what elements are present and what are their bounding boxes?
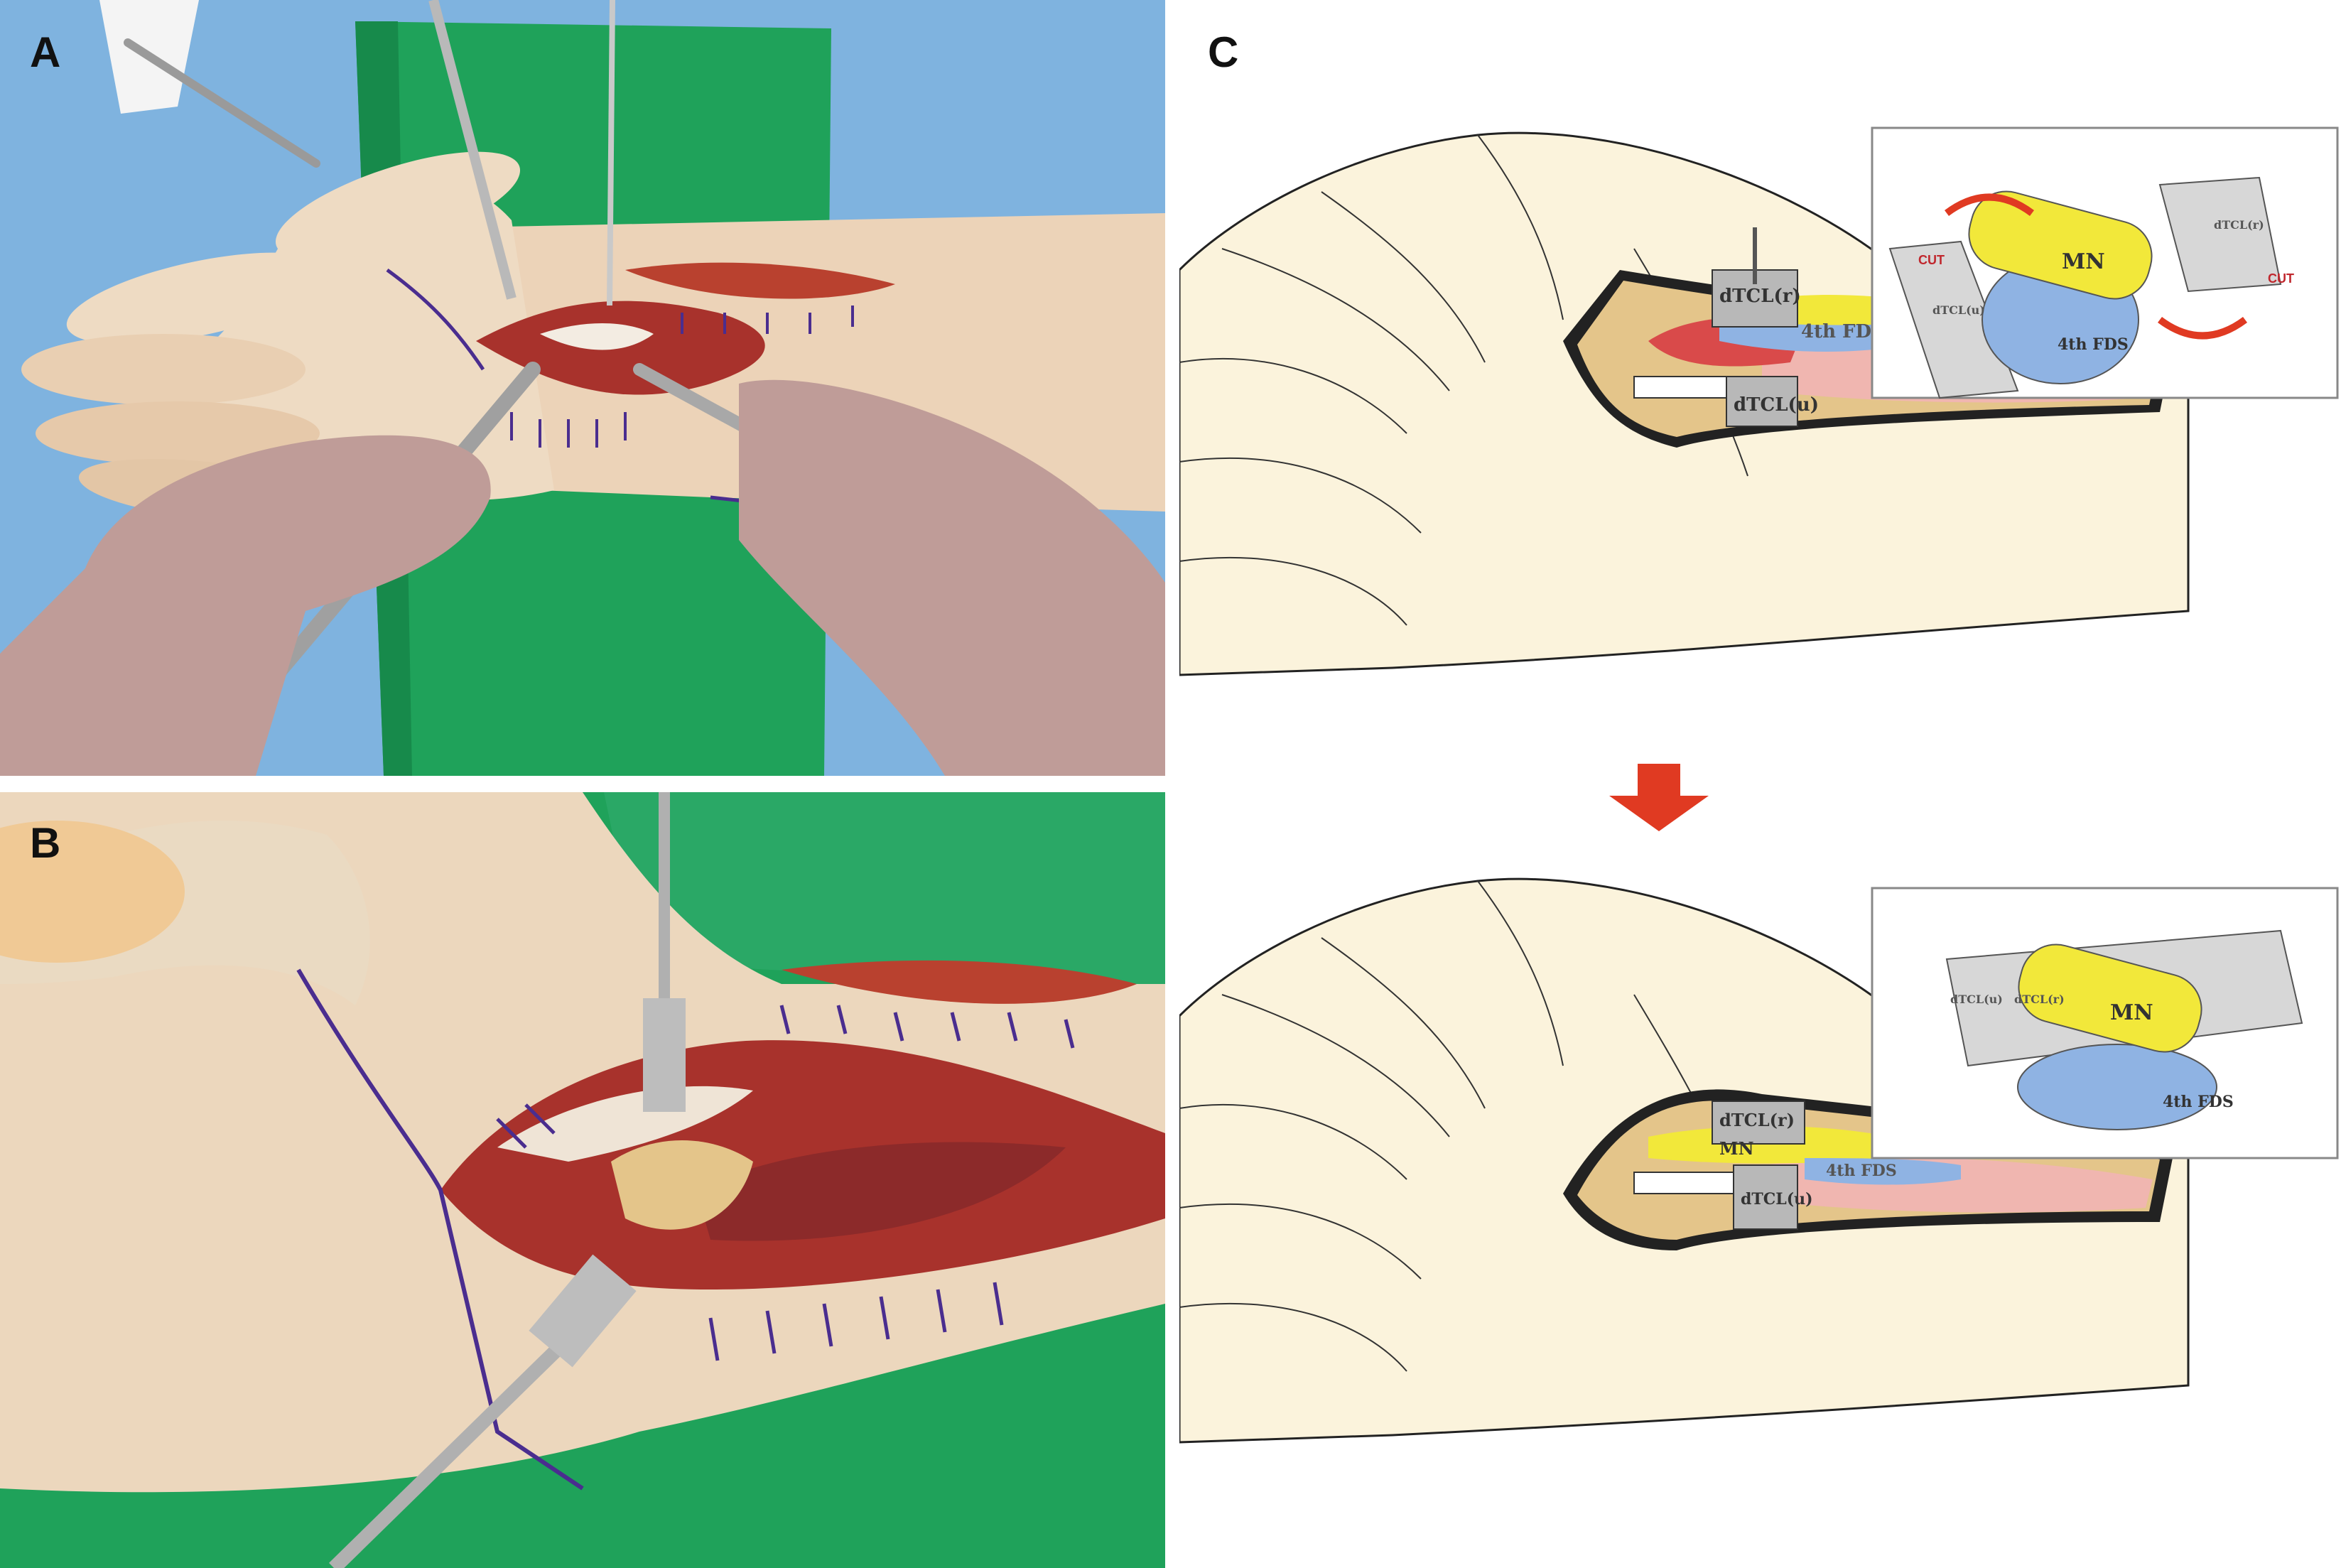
transition-arrow: [1609, 764, 1709, 831]
inset-label-mn-bottom: MN: [2110, 1000, 2153, 1025]
inset-cut-left: CUT: [1918, 253, 1945, 267]
photo-b-illustration: [0, 792, 1165, 1568]
schematic-top: dTCL(r) MN 4th FDS dTCL(u) MN 4th FDS CU…: [1179, 126, 2339, 676]
inset-label-fds-bottom: 4th FDS: [2163, 1093, 2234, 1111]
inset-label-dtcl-u-bottom: dTCL(u): [1950, 993, 2003, 1006]
inset-label-dtcl-r-top: dTCL(r): [2214, 218, 2264, 232]
inset-label-fds-top: 4th FDS: [2058, 335, 2129, 354]
inset-label-dtcl-r-bottom: dTCL(r): [2014, 993, 2065, 1006]
schematic-bottom: dTCL(r) MN 4th FDS dTCL(u) MN 4th FDS dT…: [1179, 877, 2339, 1444]
photo-a-illustration: [0, 0, 1165, 776]
inset-label-dtcl-u-top: dTCL(u): [1932, 303, 1985, 317]
label-fds-bottom: 4th FDS: [1826, 1162, 1897, 1180]
photo-panel-b: B: [0, 792, 1165, 1568]
label-dtcl-r-bottom: dTCL(r): [1719, 1110, 1795, 1130]
label-dtcl-r-top: dTCL(r): [1719, 286, 1801, 307]
panel-label-b: B: [30, 819, 61, 867]
panel-label-c: C: [1208, 28, 1239, 76]
label-dtcl-u-top: dTCL(u): [1734, 394, 1819, 416]
label-dtcl-u-bottom: dTCL(u): [1741, 1190, 1813, 1209]
label-fds-top: 4th FDS: [1801, 321, 1885, 342]
down-arrow-icon: [1609, 764, 1709, 831]
photo-panel-a: A: [0, 0, 1165, 776]
label-mn-bottom: MN: [1719, 1138, 1754, 1159]
inset-label-mn-top: MN: [2062, 249, 2105, 274]
panel-label-a: A: [30, 28, 61, 76]
diagram-panel-c: C dTCL(r) MN 4th FDS dTCL(u) MN 4th FDS …: [1179, 0, 2341, 1568]
inset-cut-right: CUT: [2268, 271, 2294, 286]
